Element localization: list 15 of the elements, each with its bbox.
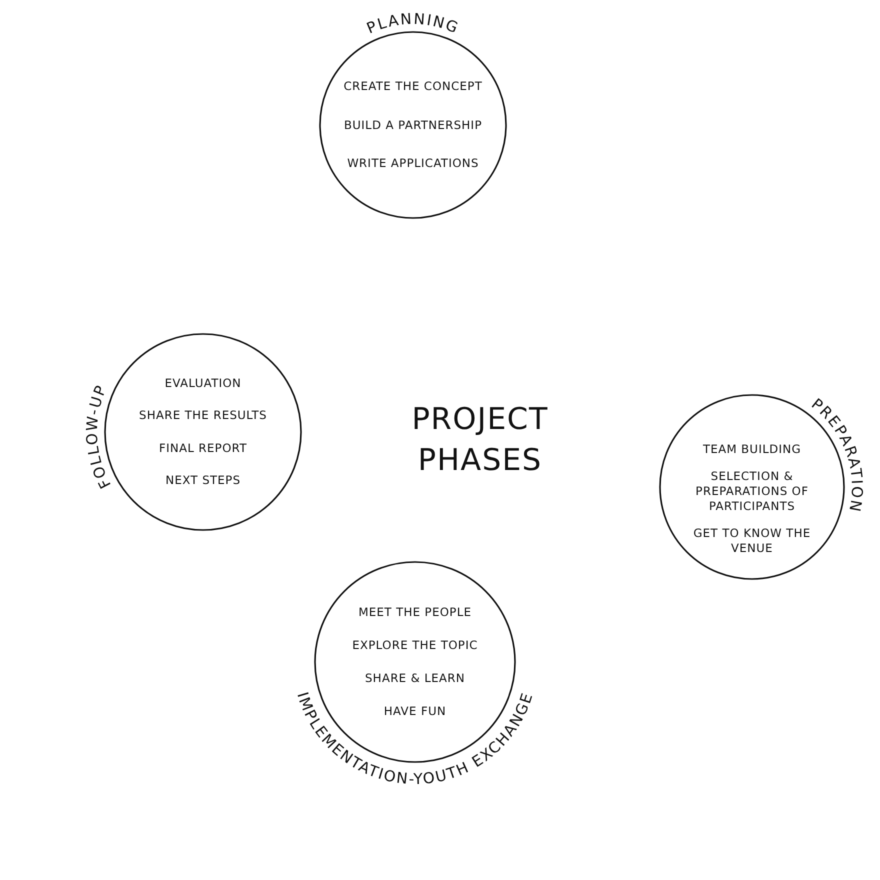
- phase-task: EXPLORE THE TOPIC: [352, 638, 478, 653]
- phase-heading: PLANNING: [364, 10, 462, 38]
- phase-task: SHARE & LEARN: [365, 671, 465, 686]
- phase-task: SHARE THE RESULTS: [139, 408, 267, 424]
- phase-task: TEAM BUILDING: [702, 442, 802, 458]
- phase-task: EVALUATION: [164, 376, 242, 391]
- phase-task: GET TO KNOW THE VENUE: [692, 526, 812, 556]
- phase-task: SELECTION & PREPARATIONS OF PARTICIPANTS: [694, 469, 810, 514]
- phase-task: NEXT STEPS: [165, 473, 241, 488]
- phase-task: FINAL REPORT: [159, 440, 247, 456]
- phase-task: BUILD A PARTNERSHIP: [344, 118, 482, 132]
- phase-task: MEET THE PEOPLE: [358, 605, 472, 620]
- diagram-title: PROJECT PHASES: [410, 401, 550, 480]
- phase-task: WRITE APPLICATIONS: [347, 156, 479, 172]
- phase-task: CREATE THE CONCEPT: [344, 78, 482, 94]
